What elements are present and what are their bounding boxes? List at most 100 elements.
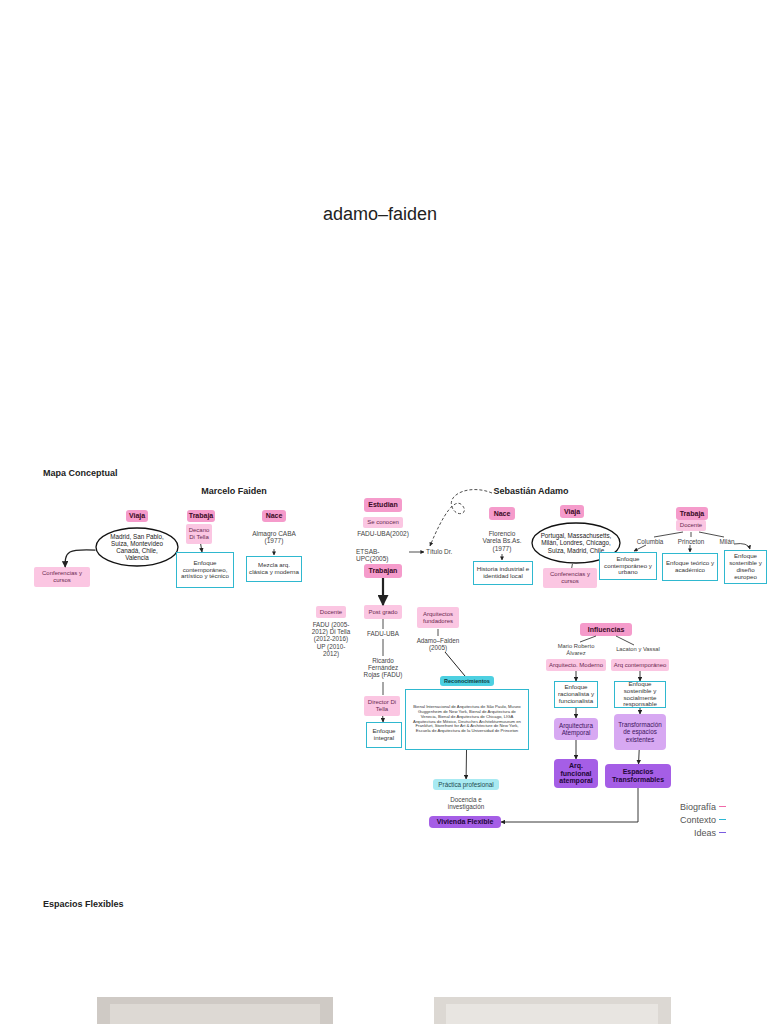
- ellipse-outline: [96, 528, 178, 566]
- node-text: Enfoque contemporáneo, artístico y técni…: [179, 560, 231, 581]
- tag-pill: Nace: [262, 510, 286, 522]
- node-text: Arquitecto. Moderno: [549, 662, 603, 669]
- tag-pill: Viaja: [126, 510, 148, 522]
- idea-pill: Transformación de espacios existentes: [614, 714, 666, 750]
- tag-pill: Nace: [489, 507, 515, 520]
- legend-text: Ideas: [694, 828, 716, 838]
- node-text: Espacios Transformables: [607, 768, 669, 784]
- node-text: Nace: [266, 512, 283, 520]
- node-text: Enfoque racionalista y funcionalista: [557, 684, 595, 705]
- connector-arrow: [382, 578, 384, 605]
- node-text: Influencias: [588, 626, 625, 634]
- tag-pill: Estudian: [364, 498, 402, 512]
- note-text: Columbia: [632, 538, 668, 545]
- photo-placeholder: [434, 997, 671, 1024]
- leader-line: [438, 629, 439, 636]
- node-text: Trabajan: [369, 567, 398, 575]
- tag-pill: Arquitecto. Moderno: [546, 659, 606, 671]
- section-heading: Sebastián Adamo: [476, 486, 586, 496]
- node-text: Vivienda Flexible: [437, 818, 494, 826]
- connector-arrow: [576, 671, 577, 681]
- leader-line: [691, 532, 692, 537]
- node-text: Portugal, Massachusetts, Milán, Londres,…: [540, 532, 612, 553]
- list-box: Bienal Internacional de Arquitectura de …: [405, 689, 529, 750]
- photo-placeholder: [110, 1004, 320, 1024]
- node-text: Enfoque teórico y académico: [665, 560, 715, 574]
- note-text: Almagro CABA (1977): [247, 530, 301, 545]
- idea-pill: Arquitectura Atemporal: [554, 718, 598, 740]
- legend-text: Contexto: [680, 815, 716, 825]
- tag-pill: Arq contemporáneo: [611, 659, 669, 671]
- node-text: Transformación de espacios existentes: [616, 721, 664, 742]
- concept-box: Enfoque racionalista y funcionalista: [554, 681, 598, 708]
- concept-box: Enfoque contemporáneo y urbano: [599, 552, 657, 580]
- section-heading: Mapa Conceptual: [43, 468, 163, 478]
- idea-pill: Espacios Transformables: [605, 764, 671, 788]
- leader-arrow: [274, 549, 275, 555]
- node-text: Conferencias y cursos: [36, 570, 88, 583]
- leader-line: [383, 682, 384, 695]
- node-text: Enfoque integral: [369, 728, 399, 742]
- tag-pill: Viaja: [560, 505, 584, 518]
- node-text: Reconocimientos: [444, 678, 490, 684]
- node-text: Madrid, San Pablo, Suiza, Montevideo Can…: [104, 533, 170, 561]
- legend: BiografíaContextoIdeas: [630, 800, 726, 839]
- note-text: Ricardo Fernández Rojas (FADU): [360, 657, 406, 679]
- node-text: Arq contemporáneo: [614, 662, 667, 669]
- connector-arrow: [201, 544, 202, 552]
- leader-line: [383, 639, 384, 656]
- photo-placeholder: [446, 1004, 658, 1024]
- node-text: Nace: [494, 510, 511, 518]
- note-text: Lacaton y Vassal: [608, 646, 668, 653]
- concept-box: Enfoque sostenible y socialmente respons…: [614, 681, 666, 708]
- heading-pill: Reconocimientos: [440, 676, 494, 686]
- leader-arrow: [409, 552, 424, 553]
- concept-box: Historia industrial e identidad local: [473, 561, 533, 585]
- leader-line: [445, 652, 465, 676]
- node-text: Bienal Internacional de Arquitectura de …: [410, 705, 524, 733]
- leader-line: [654, 532, 683, 537]
- concept-box: Enfoque contemporáneo, artístico y técni…: [176, 552, 234, 588]
- connector-arrow: [501, 788, 638, 822]
- tag-pill: Docente: [316, 606, 346, 618]
- leader-arrow: [734, 544, 750, 549]
- legend-row: Ideas: [630, 826, 726, 839]
- note-text: FADU-UBA: [358, 630, 408, 637]
- node-text: Trabaja: [189, 512, 214, 520]
- page-title: adamo–faiden: [230, 204, 530, 225]
- leader-line: [580, 636, 596, 642]
- node-text: Post grado: [368, 609, 397, 616]
- photo-placeholder: [97, 997, 333, 1024]
- leader-line: [616, 636, 634, 645]
- node-text: Arquitectos fundadores: [419, 611, 457, 624]
- connector-layer: [65, 544, 640, 822]
- tag-pill: Arquitectos fundadores: [417, 607, 459, 628]
- concept-box: Mezcla arq. clásica y moderna: [246, 556, 302, 582]
- leader-arrow: [502, 554, 503, 560]
- node-text: Estudian: [368, 501, 398, 509]
- tag-pill: Post grado: [364, 605, 402, 619]
- tag-pill: Influencias: [580, 623, 632, 636]
- note-text: FADU-UBA(2002): [353, 530, 413, 537]
- node-text: Arq. funcional atemporal: [556, 762, 596, 785]
- node-text: Docente: [680, 522, 702, 529]
- section-heading: Espacios Flexibles: [43, 899, 163, 909]
- context-pill: Práctica profesional: [433, 779, 499, 790]
- node-text: Docente: [320, 609, 342, 616]
- node-text: Enfoque contemporáneo y urbano: [602, 556, 654, 577]
- tag-pill: Se conocen: [363, 517, 403, 528]
- tag-pill: Conferencias y cursos: [34, 567, 90, 587]
- connector-arrow: [576, 740, 577, 759]
- connector-arrow: [576, 708, 577, 718]
- node-text: Práctica profesional: [438, 781, 493, 788]
- note-text: Mario Roberto Álvarez: [551, 643, 601, 656]
- node-text: Viaja: [564, 508, 580, 516]
- node-text: Se conocen: [367, 519, 399, 526]
- node-text: Trabaja: [680, 510, 705, 518]
- tag-pill: Trabaja: [676, 507, 708, 520]
- legend-swatch: [719, 806, 726, 807]
- note-text: Docencia e investigación: [439, 796, 493, 810]
- note-text: FADU (2005-2012) Di Tella (2012-2016) UP…: [311, 621, 351, 657]
- leader-arrow: [690, 545, 691, 552]
